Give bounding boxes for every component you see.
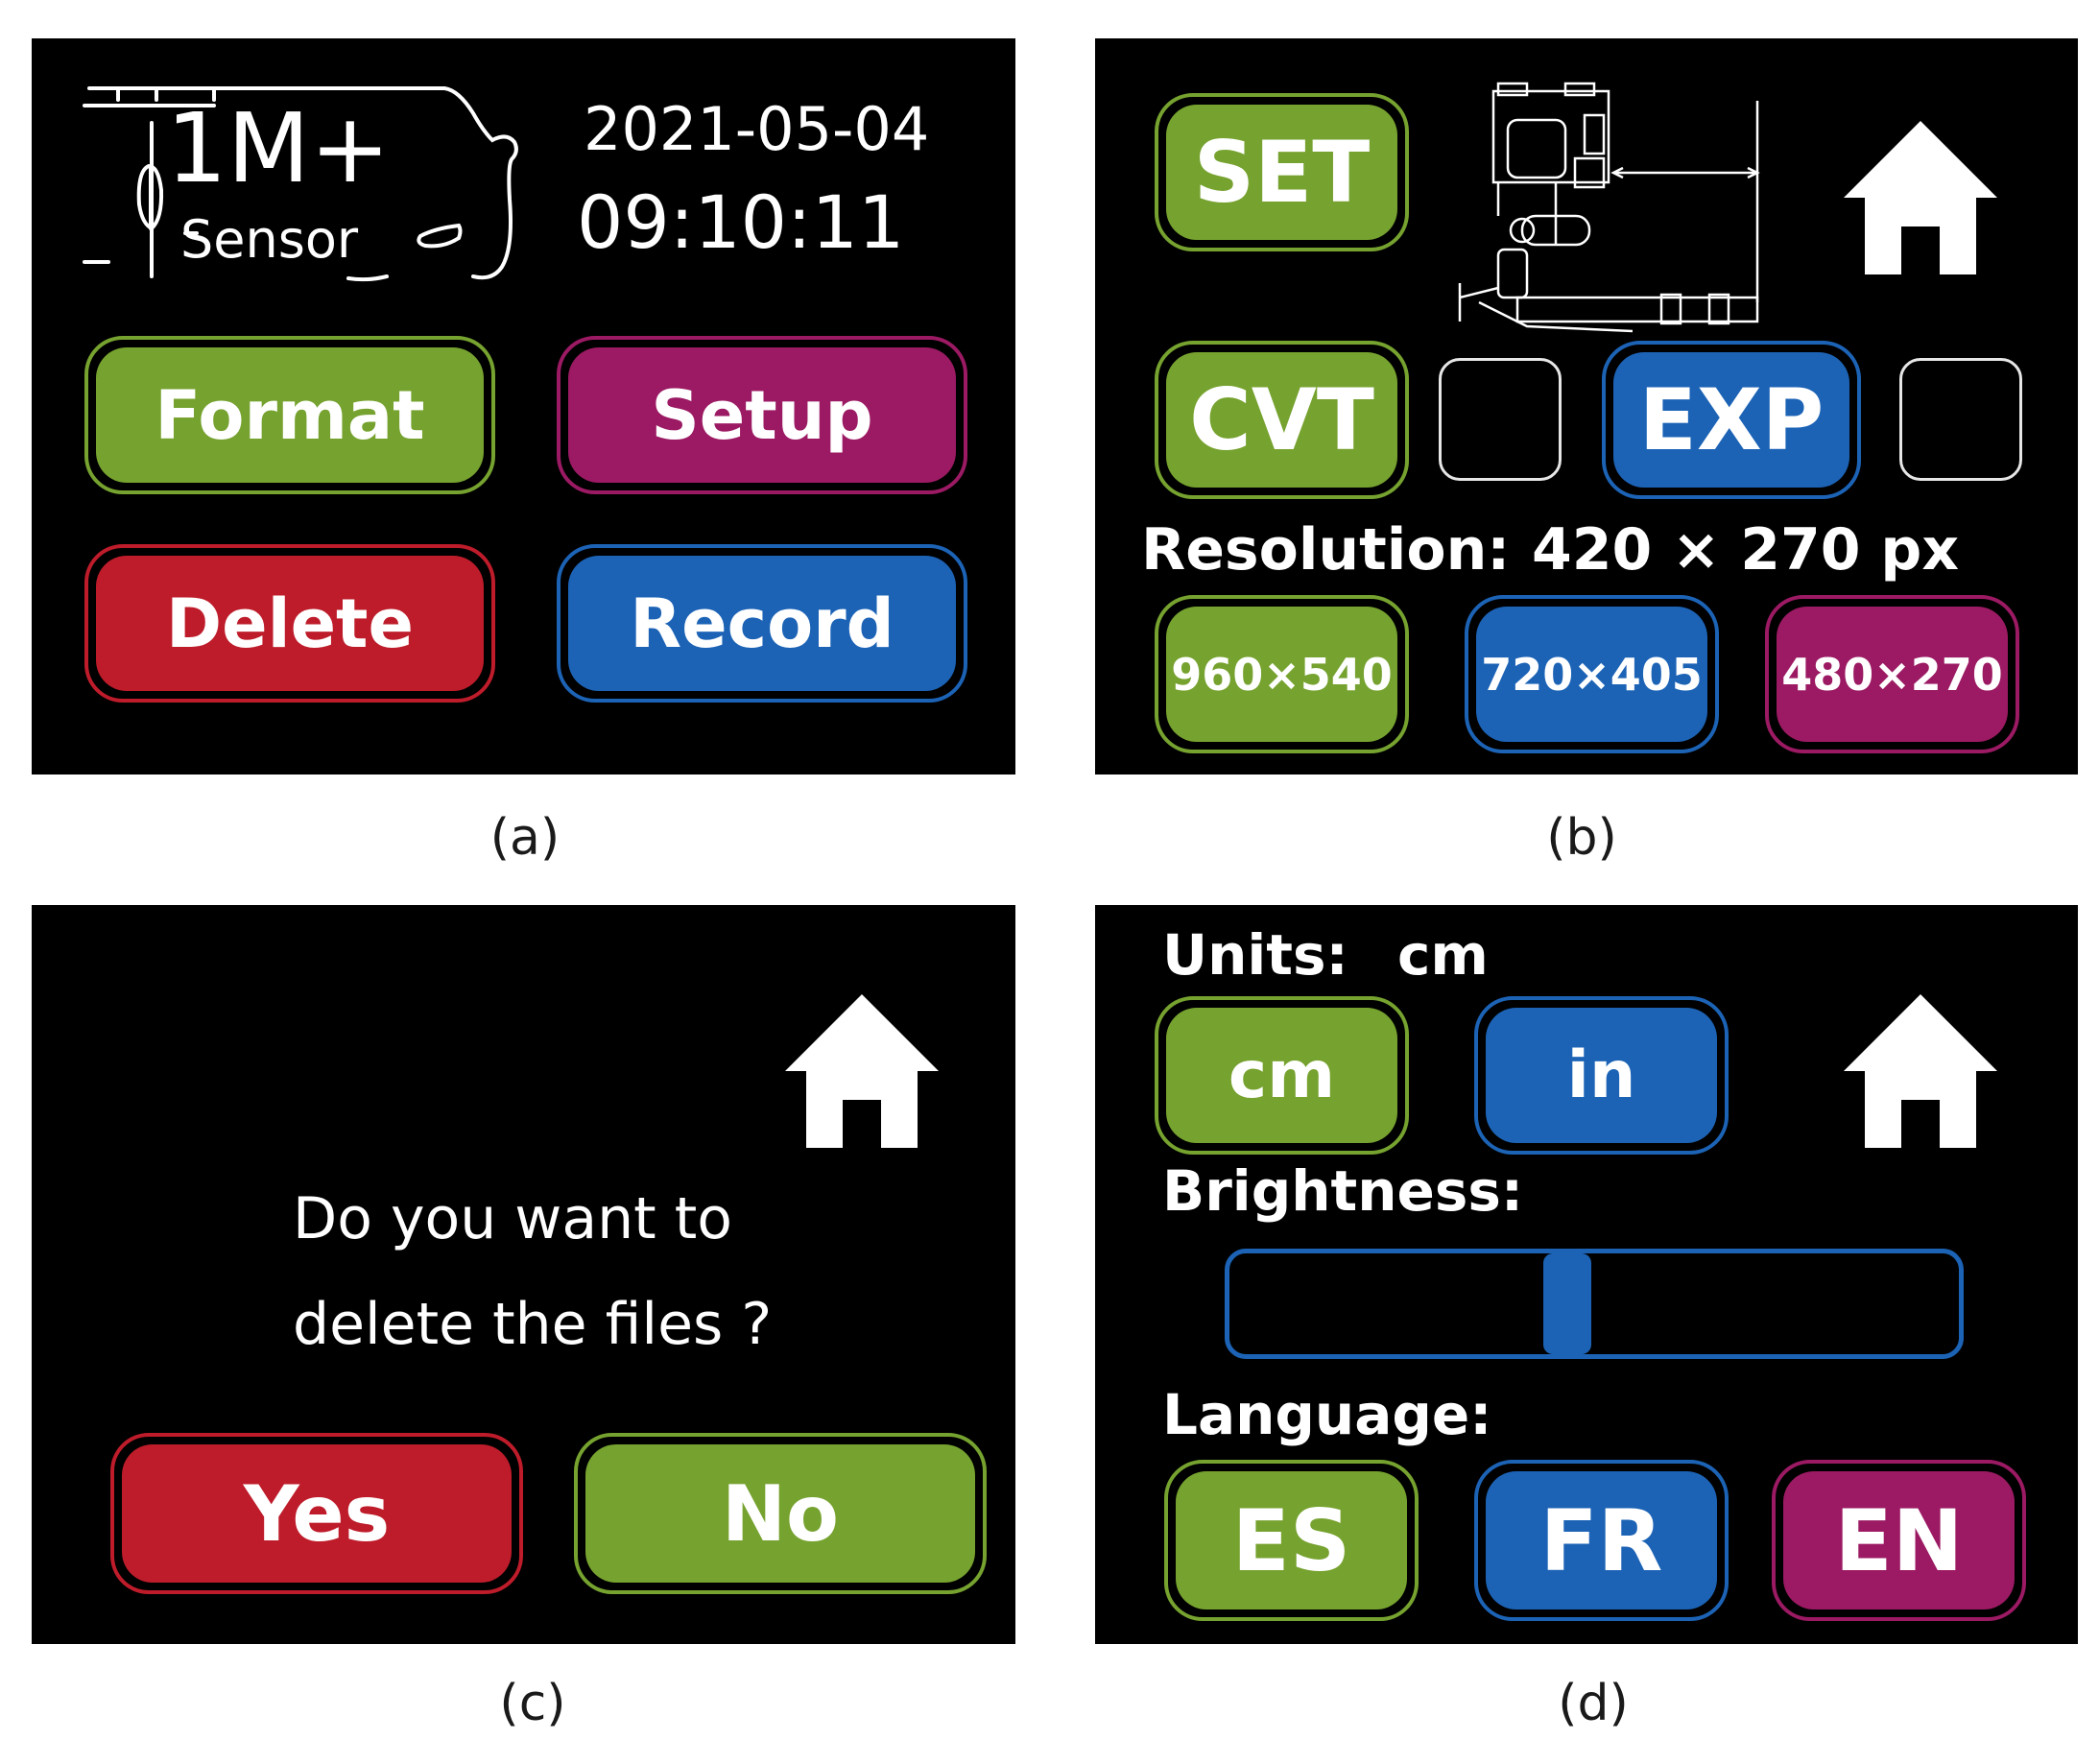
no-button[interactable]: No: [574, 1433, 987, 1594]
sensor-logo: [83, 86, 518, 282]
time-display: 09:10:11: [577, 179, 905, 265]
language-button-label: ES: [1231, 1490, 1351, 1590]
resolution-button-720x405[interactable]: 720×405: [1465, 595, 1719, 753]
home-icon[interactable]: [1834, 987, 2007, 1155]
setup-button[interactable]: Setup: [557, 336, 967, 494]
setup-button-label: Setup: [651, 375, 873, 455]
cvt-button[interactable]: CVT: [1155, 341, 1409, 499]
language-button-en[interactable]: EN: [1772, 1460, 2026, 1621]
yes-button-label: Yes: [243, 1468, 391, 1559]
delete-question-line2: delete the files ?: [293, 1291, 773, 1358]
language-button-label: EN: [1834, 1490, 1964, 1590]
caption-c: (c): [499, 1675, 566, 1732]
caption-b: (b): [1546, 809, 1617, 867]
resolution-button-label: 480×270: [1781, 648, 2003, 701]
no-button-label: No: [722, 1468, 839, 1559]
units-value: cm: [1397, 922, 1489, 988]
brightness-slider[interactable]: [1225, 1249, 1964, 1359]
unit-button-label: in: [1566, 1037, 1636, 1113]
set-button-label: SET: [1193, 123, 1371, 222]
resolution-value: 420 × 270 px: [1532, 516, 1960, 584]
device-drawing-icon: [1458, 82, 1760, 333]
cvt-button-label: CVT: [1189, 370, 1374, 469]
caption-a: (a): [489, 809, 561, 867]
brightness-slider-thumb[interactable]: [1543, 1253, 1591, 1354]
resolution-button-480x270[interactable]: 480×270: [1765, 595, 2019, 753]
language-button-fr[interactable]: FR: [1474, 1460, 1729, 1621]
home-icon[interactable]: [1834, 113, 2007, 281]
home-icon[interactable]: [775, 987, 948, 1155]
record-button-label: Record: [630, 584, 894, 663]
date-display: 2021-05-04: [584, 94, 930, 164]
language-button-label: FR: [1539, 1490, 1663, 1590]
resolution-button-960x540[interactable]: 960×540: [1155, 595, 1409, 753]
yes-button[interactable]: Yes: [110, 1433, 523, 1594]
unit-button-in[interactable]: in: [1474, 996, 1729, 1155]
exp-button-label: EXP: [1638, 370, 1825, 469]
delete-button[interactable]: Delete: [84, 544, 495, 703]
logo-sub-text: Sensor: [180, 209, 359, 270]
delete-question-line1: Do you want to: [293, 1185, 732, 1252]
exp-button[interactable]: EXP: [1602, 341, 1861, 499]
set-button[interactable]: SET: [1155, 93, 1409, 251]
caption-d: (d): [1558, 1675, 1629, 1732]
resolution-button-label: 960×540: [1171, 648, 1393, 701]
logo-main-text: 1M+: [166, 92, 391, 204]
panel-b-settings-screen: SET CVT: [1095, 38, 2078, 775]
brightness-label: Brightness:: [1162, 1158, 1524, 1224]
exp-checkbox[interactable]: [1899, 358, 2022, 481]
cvt-checkbox[interactable]: [1439, 358, 1562, 481]
unit-button-label: cm: [1228, 1037, 1336, 1113]
resolution-button-label: 720×405: [1481, 648, 1703, 701]
language-button-es[interactable]: ES: [1164, 1460, 1419, 1621]
units-label: Units:: [1162, 922, 1348, 988]
delete-button-label: Delete: [166, 584, 414, 663]
unit-button-cm[interactable]: cm: [1155, 996, 1409, 1155]
record-button[interactable]: Record: [557, 544, 967, 703]
language-label: Language:: [1162, 1382, 1492, 1447]
format-button[interactable]: Format: [84, 336, 495, 494]
format-button-label: Format: [155, 375, 425, 455]
resolution-label: Resolution:: [1141, 516, 1511, 584]
panel-d-preferences-screen: Units: cm cm in Brightness: Language: ES…: [1095, 905, 2078, 1644]
panel-a-home-screen: 1M+ Sensor 2021-05-04 09:10:11 Format Se…: [32, 38, 1015, 775]
panel-c-delete-confirm-screen: Do you want to delete the files ? Yes No: [32, 905, 1015, 1644]
